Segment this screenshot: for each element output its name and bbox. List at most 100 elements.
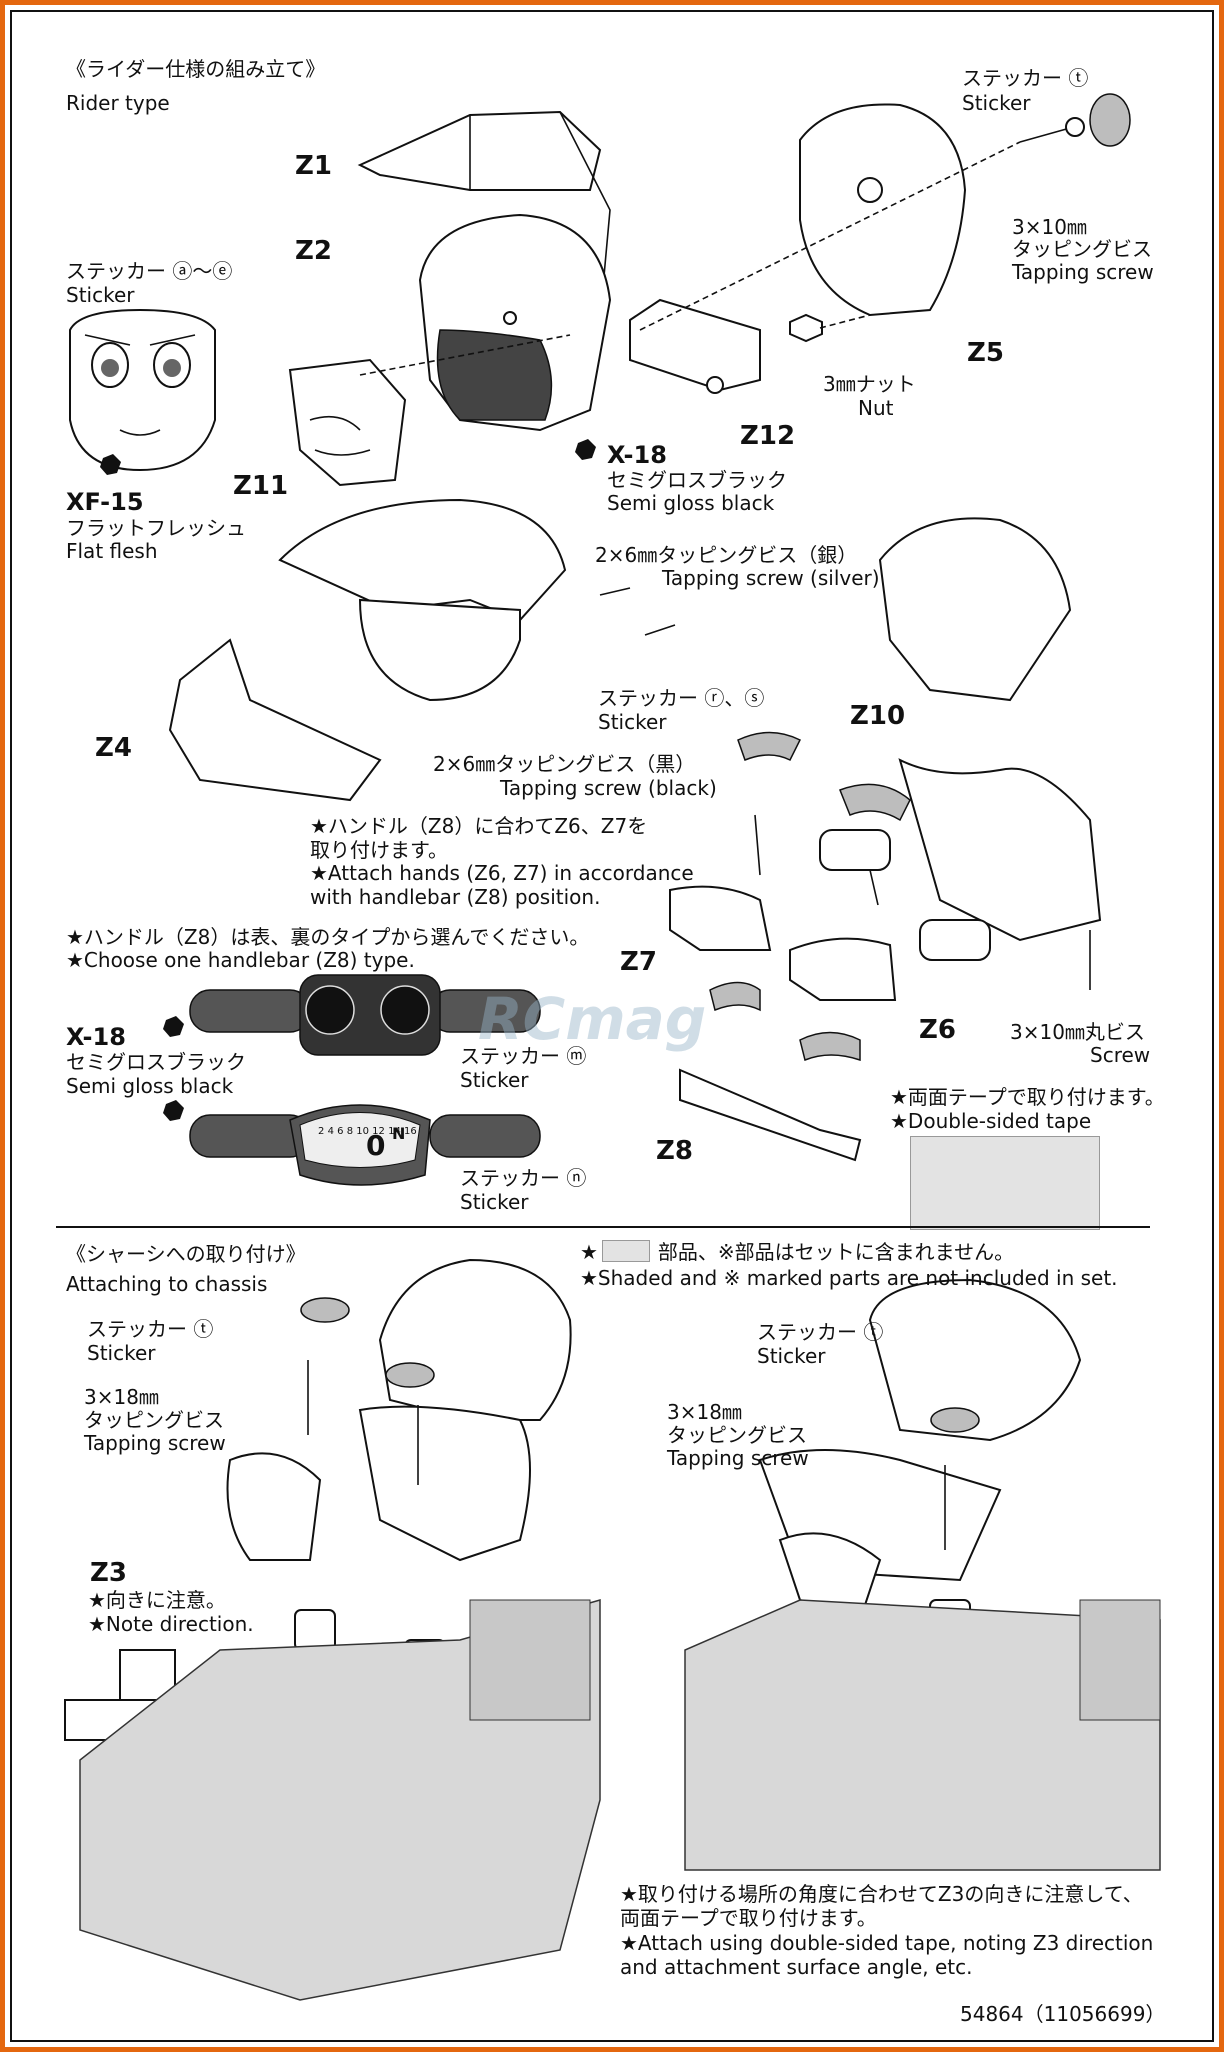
xf15-code: XF-15	[66, 488, 144, 516]
screw-10mm-head	[1065, 117, 1085, 137]
hand-z7	[669, 885, 772, 951]
gauge-scale: 2 4 6 8 10 12 14 16	[318, 1126, 417, 1137]
sticker-t-en-right: Sticker	[757, 1344, 826, 1368]
direction-note-jp: ★向きに注意。	[88, 1588, 226, 1612]
hands-note-jp1: ★ハンドル（Z8）に合わてZ6、Z7を	[310, 814, 648, 838]
sticker-t-right	[930, 1407, 980, 1433]
paint-hex-x18-2a	[163, 1016, 184, 1037]
chassis-right-fins	[1079, 1599, 1161, 1721]
dash-type2-lcd	[299, 1112, 421, 1168]
chin-guard-z4	[168, 638, 382, 802]
tap10-en: Tapping screw	[1012, 260, 1154, 284]
round-screw-jp: 3×10㎜丸ビス	[1010, 1020, 1145, 1044]
sticker-r	[737, 731, 802, 762]
rider-left-body	[358, 1405, 531, 1562]
tape-shaded-box	[910, 1136, 1100, 1230]
gauge-gear: N	[392, 1124, 406, 1143]
helmet-assembled-visor	[278, 498, 567, 622]
xf15-en: Flat flesh	[66, 539, 158, 563]
tap10-jp: タッピングビス	[1012, 237, 1152, 261]
grip-right-type2	[429, 1114, 541, 1158]
gauge-display: 0	[366, 1129, 386, 1162]
part-z5: Z5	[967, 338, 1004, 368]
tap18-en-right: Tapping screw	[667, 1446, 809, 1470]
nut-part	[789, 313, 823, 343]
arm-mount-lower	[919, 919, 991, 961]
sticker-t-left-a	[300, 1297, 350, 1323]
sticker-n-en: Sticker	[460, 1190, 529, 1214]
sticker-t-left-b	[385, 1362, 435, 1388]
choose-note-jp: ★ハンドル（Z8）は表、裏のタイプから選んでください。	[66, 925, 590, 949]
tape-piece-1	[709, 981, 761, 1012]
x18-jp-2: セミグロスブラック	[66, 1050, 246, 1074]
part-z12: Z12	[740, 421, 796, 451]
gauge-left	[305, 985, 355, 1035]
sticker-m-en: Sticker	[460, 1068, 529, 1092]
watermark: RCmag	[478, 985, 707, 1053]
gauge-num: 6	[337, 1126, 344, 1137]
section2-title-jp: 《シャーシへの取り付け》	[66, 1242, 306, 1266]
sticker-rs-jp: ステッカー ⓡ、ⓢ	[598, 686, 765, 710]
tap18-jp-left: タッピングビス	[84, 1408, 224, 1432]
attach-note-en2: and attachment surface angle, etc.	[620, 1955, 973, 1979]
screw-black-1	[754, 814, 761, 876]
helmet-z2-inner	[436, 329, 553, 421]
sticker-s	[839, 783, 911, 822]
gauge-num: 2	[318, 1126, 325, 1137]
tape-note-en: ★Double-sided tape	[890, 1109, 1092, 1133]
gauge-num: 10	[356, 1126, 369, 1137]
sticker-t-en-top: Sticker	[962, 91, 1031, 115]
hands-note-jp2: 取り付けます。	[310, 838, 448, 862]
paint-hex-x18	[575, 439, 596, 460]
part-z4: Z4	[95, 733, 132, 763]
screw-silver-1	[599, 587, 631, 596]
x18-en-2: Semi gloss black	[66, 1074, 234, 1098]
gauge-num: 14	[388, 1126, 401, 1137]
tap18-size-left: 3×18㎜	[84, 1385, 159, 1409]
sticker-t-jp-top: ステッカー ⓣ	[962, 66, 1089, 90]
arm-mount-upper	[819, 829, 891, 871]
face-sticker	[69, 308, 216, 472]
gauge-num: 4	[327, 1126, 334, 1137]
part-z7: Z7	[620, 947, 657, 977]
round-screw-en: Screw	[1090, 1043, 1151, 1067]
sticker-t-oval	[1089, 93, 1131, 147]
tape-piece-2	[799, 1031, 861, 1062]
part-z2: Z2	[295, 236, 332, 266]
face-sticker-pupil-right	[163, 359, 181, 377]
x18-jp: セミグロスブラック	[607, 468, 787, 492]
attach-note-en1: ★Attach using double-sided tape, noting …	[620, 1931, 1154, 1955]
handlebar-z8	[679, 1068, 862, 1162]
tap18-en-left: Tapping screw	[84, 1431, 226, 1455]
section-divider	[56, 1226, 1150, 1228]
shell-boss	[857, 177, 883, 203]
gauge-right	[380, 985, 430, 1035]
part-z8: Z8	[656, 1136, 693, 1166]
part-z1: Z1	[295, 151, 332, 181]
x18-code-2: X-18	[66, 1023, 126, 1051]
helmet-screw-hole	[503, 311, 517, 325]
sticker-m-jp: ステッカー ⓜ	[460, 1044, 587, 1068]
face-z11	[288, 358, 407, 487]
sticker-n-jp: ステッカー ⓝ	[460, 1166, 587, 1190]
x18-code: X-18	[607, 441, 667, 469]
sticker-rs-en: Sticker	[598, 710, 667, 734]
choose-note-en: ★Choose one handlebar (Z8) type.	[66, 948, 415, 972]
shaded-part-sample	[602, 1240, 650, 1262]
screw-10mm	[1019, 127, 1071, 143]
visor-z1	[357, 110, 602, 191]
face-z11-lines	[309, 415, 371, 456]
screw-black-2	[869, 869, 879, 906]
bracket-hole	[706, 376, 724, 394]
gauge-num: 8	[346, 1126, 354, 1137]
part-z11: Z11	[233, 471, 289, 501]
sticker-t-en-left: Sticker	[87, 1341, 156, 1365]
paint-hex-xf15	[100, 454, 121, 475]
screw-silver-2	[644, 624, 676, 636]
black-screw-jp: 2×6㎜タッピングビス（黒）	[433, 752, 696, 776]
hand-z6	[789, 937, 897, 1001]
section2-title-en: Attaching to chassis	[66, 1272, 268, 1296]
bracket-z12	[629, 298, 761, 392]
shaded-note-en: ★Shaded and ※ marked parts are not inclu…	[580, 1266, 1118, 1290]
